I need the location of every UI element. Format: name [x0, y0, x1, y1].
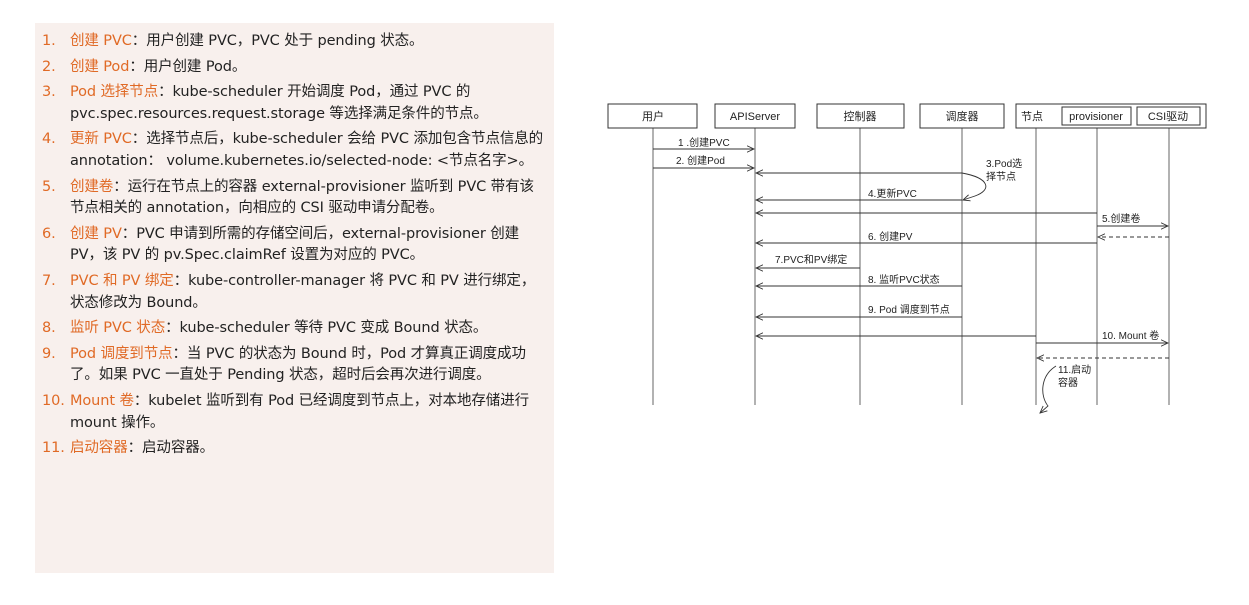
- step-separator: ：: [129, 58, 144, 75]
- message-label-6: 6. 创建PV: [868, 230, 913, 243]
- step-separator: ：: [131, 33, 147, 49]
- step-description: 用户创建 PVC，PVC 处于 pending 状态。: [146, 33, 424, 49]
- step-description: 当 PVC 的状态为 Bound 时，Pod 才算真正调度成功了。如果 PVC …: [70, 345, 526, 384]
- actor-box-user: [607, 103, 698, 129]
- step-title: Pod 调度到节点: [70, 345, 173, 362]
- message-label-11b: 容器: [1058, 376, 1078, 389]
- message-label-1: 1 .创建PVC: [678, 136, 730, 149]
- step-title: Mount 卷: [70, 392, 134, 409]
- message-arrow-3-self: [961, 172, 987, 200]
- step-item: 1. 创建 PVC：用户创建 PVC，PVC 处于 pending 状态。: [42, 31, 548, 53]
- step-separator: ：: [131, 131, 147, 148]
- step-number: 7.: [42, 272, 56, 289]
- actor-label-scheduler: 调度器: [946, 109, 979, 123]
- step-item: 4. 更新 PVC：选择节点后，kube-scheduler 会给 PVC 添加包…: [42, 129, 548, 172]
- step-title: PVC 和 PV 绑定: [70, 272, 174, 289]
- step-number: 2.: [42, 58, 56, 75]
- step-number: 10.: [42, 392, 65, 409]
- step-number: 1.: [42, 33, 56, 49]
- actor-box-provisioner: [1061, 106, 1132, 126]
- step-description: 运行在节点上的容器 external-provisioner 监听到 PVC 带…: [70, 178, 534, 217]
- actor-label-controller: 控制器: [844, 109, 877, 123]
- message-label-3a: 3.Pod选: [986, 157, 1022, 170]
- step-description: 启动容器。: [142, 440, 215, 457]
- steps-list: 1.创建 PVC：用户创建 PVC，PVC 处于 pending 状态。 2.创…: [35, 23, 554, 460]
- step-separator: ：: [113, 178, 128, 195]
- actor-box-controller: [816, 103, 905, 129]
- message-label-4: 4.更新PVC: [868, 187, 917, 200]
- actor-box-apiserver: [714, 103, 796, 129]
- step-item: 10. Mount 卷：kubelet 监听到有 Pod 已经调度到节点上，对本地…: [42, 391, 548, 434]
- step-number: 9.: [42, 345, 56, 362]
- step-description: 选择节点后，kube-scheduler 会给 PVC 添加包含节点信息的 an…: [70, 131, 544, 169]
- step-title: 创建 PV: [70, 225, 122, 242]
- step-separator: ：: [121, 225, 137, 242]
- step-separator: ：: [127, 440, 143, 457]
- step-separator: ：: [158, 84, 173, 101]
- actor-box-csi: [1136, 106, 1201, 126]
- actor-label-csi: CSI驱动: [1148, 110, 1188, 123]
- message-label-3b: 择节点: [986, 170, 1016, 183]
- actor-label-node: 节点: [1021, 110, 1043, 123]
- step-separator: ：: [172, 345, 188, 362]
- step-separator: ：: [173, 272, 189, 289]
- step-title: 监听 PVC 状态: [70, 320, 166, 337]
- steps-panel: 1.创建 PVC：用户创建 PVC，PVC 处于 pending 状态。 2.创…: [35, 23, 554, 573]
- message-label-8: 8. 监听PVC状态: [868, 273, 940, 286]
- message-arrow-11-self: [1040, 365, 1057, 413]
- step-item: 9. Pod 调度到节点：当 PVC 的状态为 Bound 时，Pod 才算真正调…: [42, 344, 548, 387]
- step-number: 6.: [42, 225, 56, 242]
- step-item: 6. 创建 PV：PVC 申请到所需的存储空间后，external-provisi…: [42, 224, 548, 267]
- step-number: 8.: [42, 320, 56, 337]
- step-title: 创建 Pod: [70, 58, 130, 75]
- actor-label-provisioner: provisioner: [1069, 111, 1123, 123]
- step-item: 5. 创建卷：运行在节点上的容器 external-provisioner 监听到…: [42, 177, 548, 220]
- message-label-7: 7.PVC和PV绑定: [775, 253, 847, 266]
- step-number: 5.: [42, 178, 56, 195]
- message-label-9: 9. Pod 调度到节点: [868, 303, 950, 316]
- step-description: kube-scheduler 开始调度 Pod，通过 PVC 的 pvc.spe…: [70, 84, 488, 122]
- message-label-5: 5.创建卷: [1102, 212, 1140, 225]
- step-item: 3. Pod 选择节点：kube-scheduler 开始调度 Pod，通过 PV…: [42, 82, 548, 125]
- step-title: 更新 PVC: [70, 131, 132, 148]
- actor-label-user: 用户: [642, 109, 664, 123]
- step-title: 启动容器: [70, 440, 128, 457]
- step-description: kubelet 监听到有 Pod 已经调度到节点上，对本地存储进行 mount …: [70, 392, 529, 431]
- actor-box-scheduler: [919, 103, 1005, 129]
- message-label-10: 10. Mount 卷: [1102, 329, 1159, 342]
- message-label-11a: 11.启动: [1058, 363, 1091, 376]
- step-number: 4.: [42, 131, 56, 148]
- step-number: 3.: [42, 84, 56, 101]
- step-description: PVC 申请到所需的存储空间后，external-provisioner 创建 …: [70, 225, 520, 264]
- step-number: 11.: [42, 440, 65, 457]
- message-label-2: 2. 创建Pod: [676, 154, 725, 167]
- step-description: kube-scheduler 等待 PVC 变成 Bound 状态。: [179, 320, 488, 337]
- step-title: Pod 选择节点: [70, 84, 159, 101]
- step-item: 7. PVC 和 PV 绑定：kube-controller-manager 将 …: [42, 271, 548, 314]
- step-description: 用户创建 Pod。: [143, 58, 247, 75]
- step-separator: ：: [165, 320, 180, 337]
- step-item: 8. 监听 PVC 状态：kube-scheduler 等待 PVC 变成 Bou…: [42, 318, 548, 340]
- step-item: 2. 创建 Pod：用户创建 Pod。: [42, 57, 548, 79]
- step-title: 创建卷: [70, 178, 114, 195]
- step-separator: ：: [133, 392, 149, 409]
- step-title: 创建 PVC: [70, 33, 132, 49]
- step-description: kube-controller-manager 将 PVC 和 PV 进行绑定，…: [70, 272, 536, 311]
- step-item: 11. 启动容器：启动容器。: [42, 438, 548, 460]
- actor-label-apiserver: APIServer: [730, 111, 780, 123]
